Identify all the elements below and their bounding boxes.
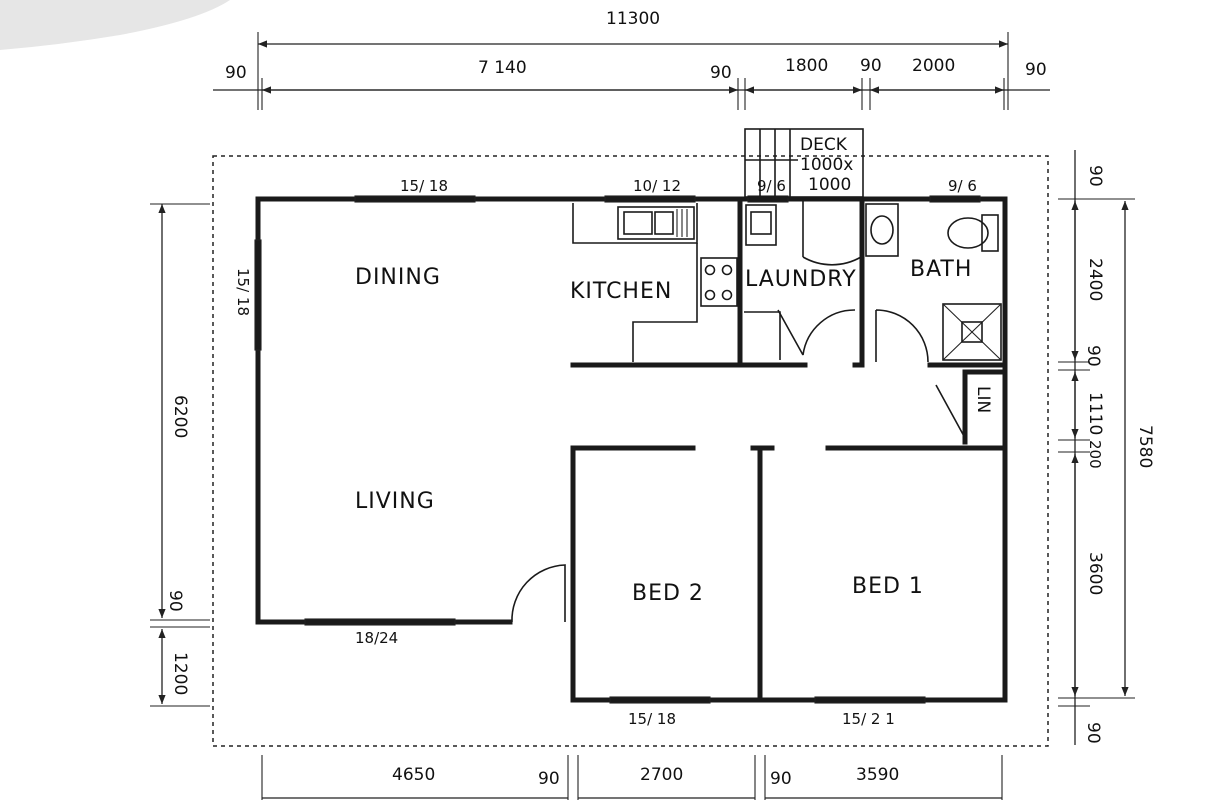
deck-label-3: 1000 <box>808 175 851 195</box>
room-labels: DINING KITCHEN LAUNDRY BATH LIVING BED 2… <box>355 135 993 606</box>
door-swings <box>511 564 566 623</box>
dim-top-3: 1800 <box>785 56 828 76</box>
window-bed1-bottom: 15/ 2 1 <box>842 710 895 728</box>
dim-bottom-4: 3590 <box>856 765 899 785</box>
bath-fixtures <box>865 203 1002 439</box>
dim-right-1: 2400 <box>1085 258 1105 301</box>
room-bath: BATH <box>910 257 972 282</box>
window-laundry-top: 9/ 6 <box>757 177 786 195</box>
dimension-lines <box>150 32 1135 800</box>
dimension-labels: 11300 90 7 140 90 1800 90 2000 90 4650 9… <box>165 9 1155 789</box>
window-labels: 15/ 18 10/ 12 9/ 6 9/ 6 15/ 18 18/24 15/… <box>234 177 977 728</box>
dim-right-6: 90 <box>1083 722 1103 744</box>
dim-overall-width: 11300 <box>606 9 660 29</box>
dim-left-0: 6200 <box>170 395 190 438</box>
room-bed1: BED 1 <box>852 574 924 599</box>
room-living: LIVING <box>355 489 435 514</box>
dim-right-0: 90 <box>1085 165 1105 187</box>
window-bath-top: 9/ 6 <box>948 177 977 195</box>
dim-left-1: 90 <box>165 590 185 612</box>
dim-bottom-1: 90 <box>538 769 560 789</box>
window-dining-side: 15/ 18 <box>234 268 252 316</box>
dim-top-5: 2000 <box>912 56 955 76</box>
dim-top-2: 90 <box>710 63 732 83</box>
window-dining-top: 15/ 18 <box>400 177 448 195</box>
dim-top-0: 90 <box>225 63 247 83</box>
room-bed2: BED 2 <box>632 581 704 606</box>
deck-steps <box>744 128 864 198</box>
dim-top-6: 90 <box>1025 60 1047 80</box>
dim-bottom-2: 2700 <box>640 765 683 785</box>
walls <box>255 196 1008 703</box>
kitchen-fixtures <box>572 203 738 362</box>
dim-right-4: 200 <box>1086 440 1104 469</box>
window-living-bottom: 18/24 <box>355 629 398 647</box>
room-dining: DINING <box>355 265 441 290</box>
window-bed2-bottom: 15/ 18 <box>628 710 676 728</box>
dim-left-2: 1200 <box>170 652 190 695</box>
deck-label-1: DECK <box>800 135 848 155</box>
paper-smudge <box>0 0 230 50</box>
room-kitchen: KITCHEN <box>570 279 672 304</box>
dim-right-2: 90 <box>1083 345 1103 367</box>
laundry-fixtures <box>744 199 862 360</box>
dim-top-1: 7 140 <box>478 58 527 78</box>
site-boundary <box>212 155 1049 747</box>
room-linen: LIN <box>973 386 993 413</box>
room-laundry: LAUNDRY <box>745 267 857 292</box>
dim-overall-depth: 7580 <box>1135 425 1155 468</box>
dim-bottom-0: 4650 <box>392 765 435 785</box>
dim-bottom-3: 90 <box>770 769 792 789</box>
dim-right-3: 1110 <box>1085 392 1105 435</box>
window-kitchen-top: 10/ 12 <box>633 177 681 195</box>
dim-top-4: 90 <box>860 56 882 76</box>
dim-right-5: 3600 <box>1085 552 1105 595</box>
deck-label-2: 1000x <box>800 155 853 175</box>
window-marks <box>254 195 981 704</box>
